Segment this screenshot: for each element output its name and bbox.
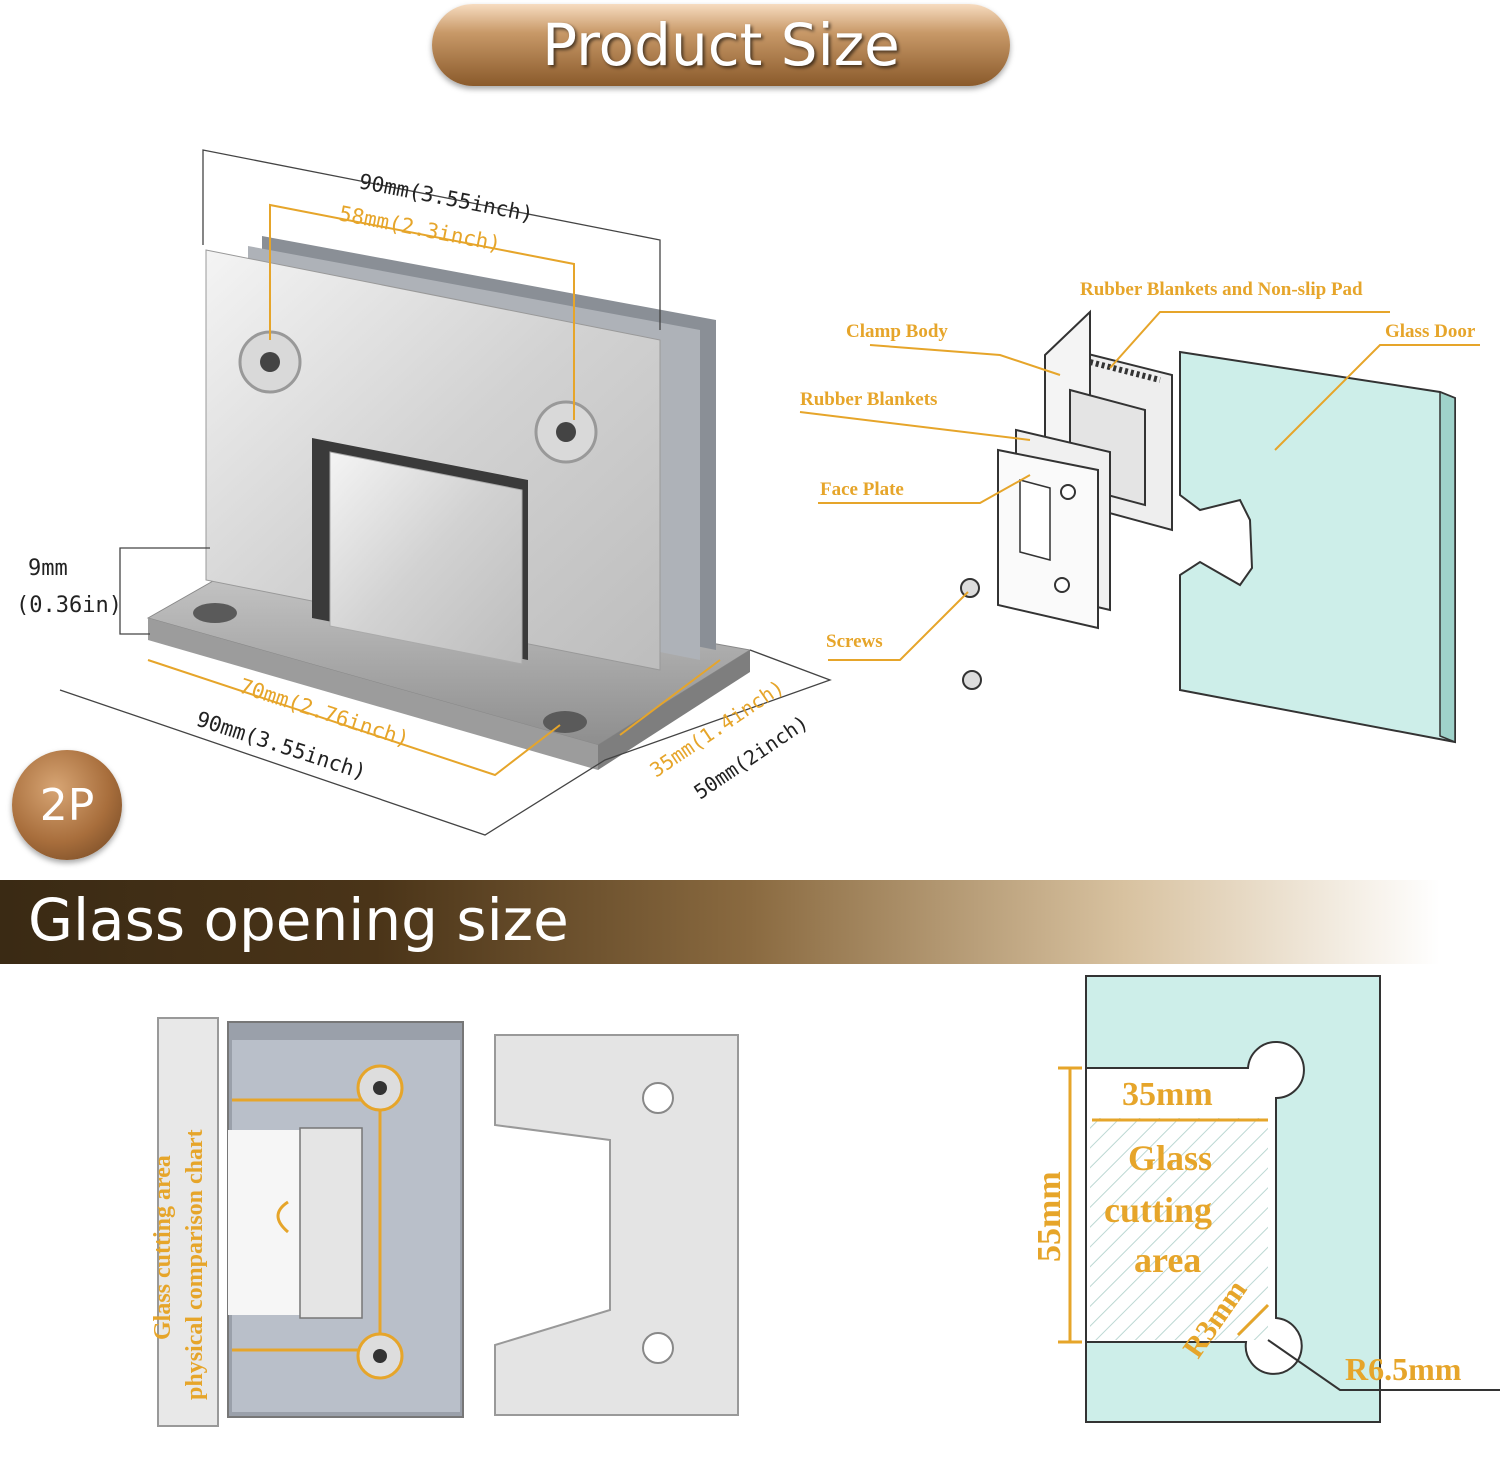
glass-door-label: Glass Door	[1385, 321, 1476, 342]
exploded-diagram	[960, 309, 1456, 744]
face-plate-label: Face Plate	[820, 479, 904, 500]
comparison-vertical-line2: physical comparison chart	[182, 1129, 208, 1400]
cutout-area-line1: Glass	[1128, 1138, 1212, 1178]
thickness-mm-label: 9mm	[28, 556, 68, 581]
cutout-height-label: 55mm	[1031, 1171, 1068, 1262]
screws-label: Screws	[826, 631, 883, 652]
cutout-width-label: 35mm	[1122, 1076, 1213, 1113]
cutout-area-line3: area	[1134, 1240, 1201, 1280]
glass-opening-section-bar: Glass opening size	[0, 880, 1500, 964]
cutout-diagram	[1058, 975, 1500, 1423]
thickness-in-label: (0.36in)	[16, 593, 122, 618]
product-size-title: Product Size	[542, 11, 900, 79]
comparison-vertical-line1: Glass cutting area	[150, 1155, 176, 1340]
rubber-blankets-label: Rubber Blankets	[800, 389, 937, 410]
rubber-pad-label: Rubber Blankets and Non-slip Pad	[1080, 279, 1363, 300]
leader-lines	[799, 311, 1480, 661]
product-size-banner: Product Size	[432, 4, 1010, 86]
cutout-area-line2: cutting	[1104, 1190, 1212, 1230]
quantity-badge: 2P	[12, 750, 122, 860]
dimension-lines	[59, 149, 832, 836]
comparison-photo	[157, 1017, 739, 1427]
glass-opening-title: Glass opening size	[28, 886, 569, 954]
quantity-badge-label: 2P	[39, 779, 95, 831]
hinge-illustration	[146, 236, 752, 770]
clamp-body-label: Clamp Body	[846, 321, 948, 342]
outer-radius-label: R6.5mm	[1345, 1351, 1462, 1387]
